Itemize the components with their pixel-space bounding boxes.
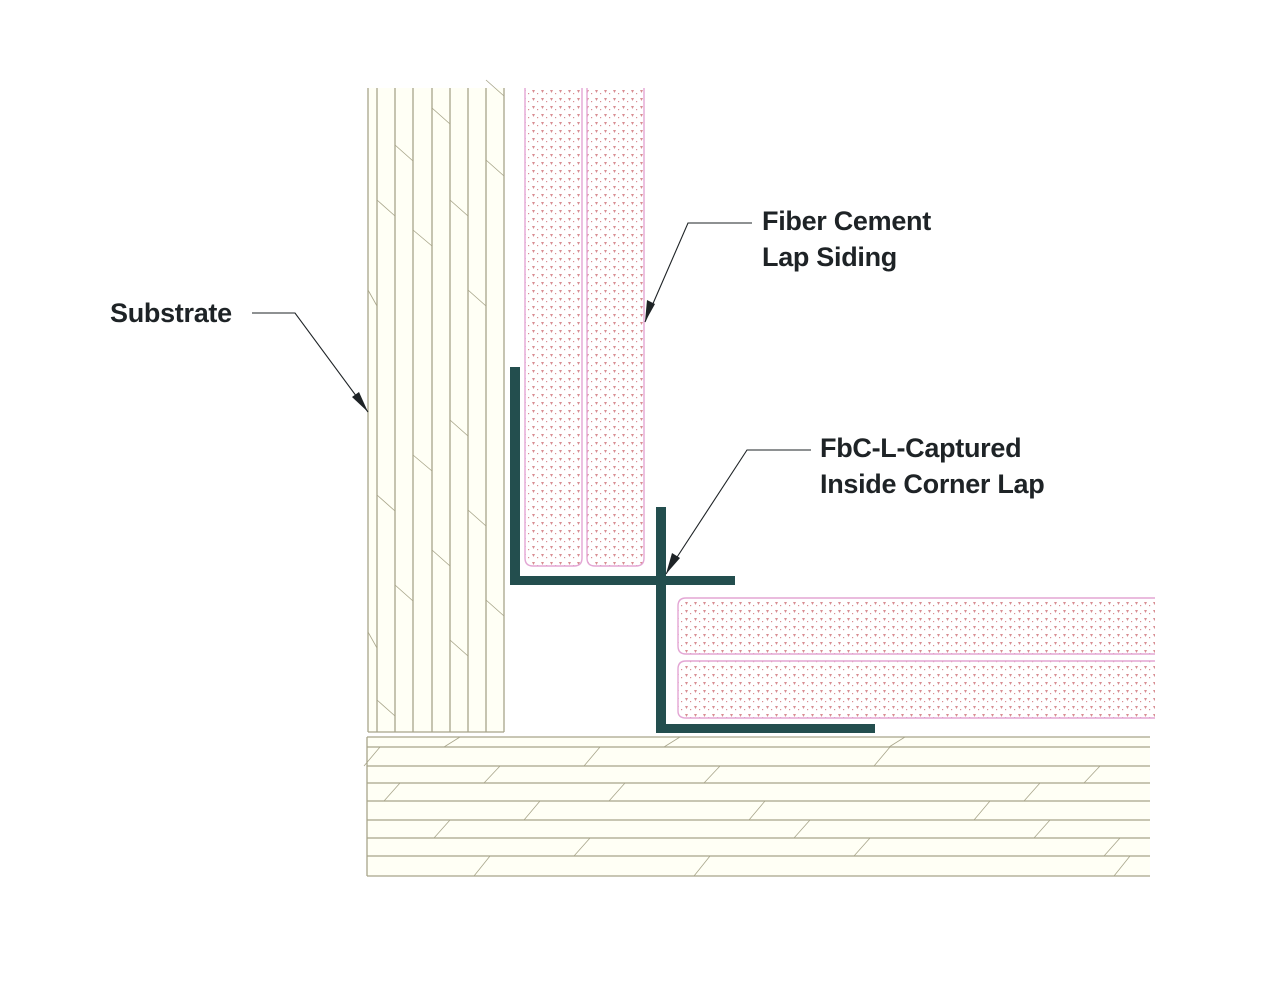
label-substrate-text: Substrate	[110, 298, 232, 328]
grain-line	[483, 765, 501, 784]
grain-line	[449, 199, 469, 217]
grain-line	[485, 79, 505, 97]
label-substrate: Substrate	[110, 295, 232, 331]
grain-line	[573, 837, 591, 857]
grain-line	[703, 765, 721, 784]
grain-line	[888, 736, 906, 748]
grain-line	[1083, 765, 1101, 784]
label-fiber-cement-siding: Fiber Cement Lap Siding	[762, 203, 931, 275]
grain-line	[383, 782, 401, 802]
grain-line	[473, 855, 491, 877]
grain-line	[376, 199, 396, 217]
grain-line	[431, 107, 451, 125]
substrate-vertical	[367, 79, 505, 733]
grain-line	[376, 699, 396, 717]
siding-board	[586, 88, 645, 567]
label-corner-line1: FbC-L-Captured	[820, 433, 1022, 463]
grain-line	[873, 746, 891, 767]
siding-board	[677, 660, 1155, 719]
label-siding-line1: Fiber Cement	[762, 206, 931, 236]
label-siding-line2: Lap Siding	[762, 242, 897, 272]
grain-line	[449, 639, 469, 657]
grain-line	[449, 419, 469, 437]
grain-line	[394, 584, 414, 602]
grain-line	[523, 800, 541, 821]
grain-line	[431, 549, 451, 567]
grain-line	[748, 800, 766, 821]
siding-vertical	[524, 88, 645, 567]
grain-line	[693, 855, 711, 877]
grain-line	[367, 289, 378, 307]
corner-trim	[510, 367, 875, 733]
grain-line	[376, 494, 396, 512]
grain-line	[433, 819, 451, 839]
label-inside-corner-lap: FbC-L-Captured Inside Corner Lap	[820, 430, 1045, 502]
grain-line	[793, 819, 811, 839]
substrate-horizontal	[363, 736, 1150, 877]
siding-board	[677, 597, 1155, 655]
leader-siding	[644, 222, 752, 323]
grain-line	[1103, 837, 1121, 857]
leader-corner	[665, 449, 811, 575]
grain-line	[853, 837, 871, 857]
grain-line	[1023, 782, 1041, 802]
grain-line	[467, 509, 487, 527]
siding-horizontal	[677, 597, 1155, 719]
grain-line	[485, 599, 505, 617]
grain-line	[973, 800, 991, 821]
grain-line	[367, 631, 378, 649]
grain-line	[583, 746, 601, 767]
grain-line	[485, 159, 505, 177]
grain-line	[1033, 819, 1051, 839]
grain-line	[608, 782, 626, 802]
grain-line	[412, 229, 433, 247]
label-corner-line2: Inside Corner Lap	[820, 469, 1045, 499]
siding-board	[524, 88, 583, 567]
grain-line	[1113, 855, 1131, 877]
leader-substrate	[252, 312, 369, 413]
grain-line	[663, 736, 681, 748]
grain-line	[394, 144, 414, 162]
grain-line	[443, 736, 461, 748]
grain-line	[412, 454, 433, 472]
grain-line	[467, 289, 487, 307]
